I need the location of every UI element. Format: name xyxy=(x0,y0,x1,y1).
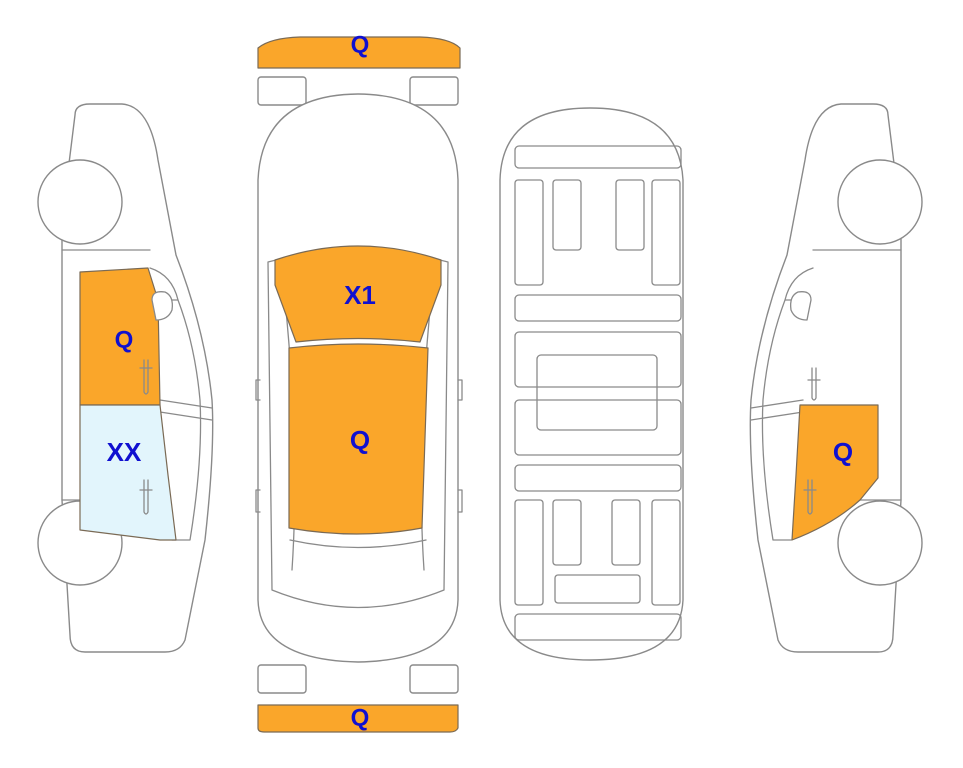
left-mirror xyxy=(151,291,173,321)
right-front-wheel xyxy=(837,159,923,245)
rear-bumper-part[interactable] xyxy=(257,704,459,733)
under-cross-bar-1 xyxy=(514,294,682,322)
side-handles xyxy=(255,489,463,513)
left-rear-handle-icon xyxy=(139,479,153,515)
right-rear-wheel xyxy=(837,500,923,586)
under-rear-bar xyxy=(514,613,682,641)
left-rear-door-label: XX xyxy=(107,437,142,467)
roof-part[interactable] xyxy=(288,343,429,535)
left-front-handle-icon xyxy=(139,359,153,395)
top-view: Q X1 Q Q xyxy=(255,32,463,733)
left-rear-door-part[interactable] xyxy=(79,404,177,541)
under-rear-right-rail xyxy=(651,499,681,606)
underside-view xyxy=(499,107,684,661)
under-front-block-1 xyxy=(552,179,582,251)
under-mid-frame-top xyxy=(514,331,682,388)
rear-window-line xyxy=(289,539,427,549)
left-headlight xyxy=(257,76,307,106)
right-belt-line xyxy=(750,399,804,421)
rear-bumper-label: Q xyxy=(351,705,370,732)
under-rear-box xyxy=(554,574,641,604)
left-taillight xyxy=(257,664,307,694)
under-rear-block-1 xyxy=(552,499,582,566)
under-front-bar xyxy=(514,145,682,169)
left-front-door-label: Q xyxy=(115,327,134,354)
side-mirrors xyxy=(255,379,463,401)
right-side-view: Q xyxy=(749,103,923,653)
under-center-panel xyxy=(536,354,658,431)
right-headlight xyxy=(409,76,459,106)
front-bumper-part[interactable] xyxy=(257,36,461,69)
right-front-door-part[interactable] xyxy=(791,404,879,541)
hood-part[interactable] xyxy=(274,245,442,343)
under-front-block-2 xyxy=(615,179,645,251)
right-front-door-label: Q xyxy=(833,437,853,467)
front-bumper-label: Q xyxy=(351,32,370,59)
left-belt-line xyxy=(159,399,213,421)
under-mid-frame-bottom xyxy=(514,399,682,456)
right-front-handle-icon xyxy=(807,367,821,401)
under-rear-block-2 xyxy=(611,499,641,566)
under-front-left-rail xyxy=(514,179,544,286)
underside-outline xyxy=(499,107,684,661)
under-front-right-rail xyxy=(651,179,681,286)
under-rear-left-rail xyxy=(514,499,544,606)
left-side-view: Q XX xyxy=(37,103,214,653)
hood-label: X1 xyxy=(344,280,376,310)
right-rear-handle-icon xyxy=(803,479,817,515)
right-mirror xyxy=(790,291,812,321)
left-front-door-part[interactable] xyxy=(79,267,161,406)
left-front-wheel xyxy=(37,159,123,245)
right-taillight xyxy=(409,664,459,694)
under-cross-bar-2 xyxy=(514,464,682,492)
roof-label: Q xyxy=(350,425,370,455)
